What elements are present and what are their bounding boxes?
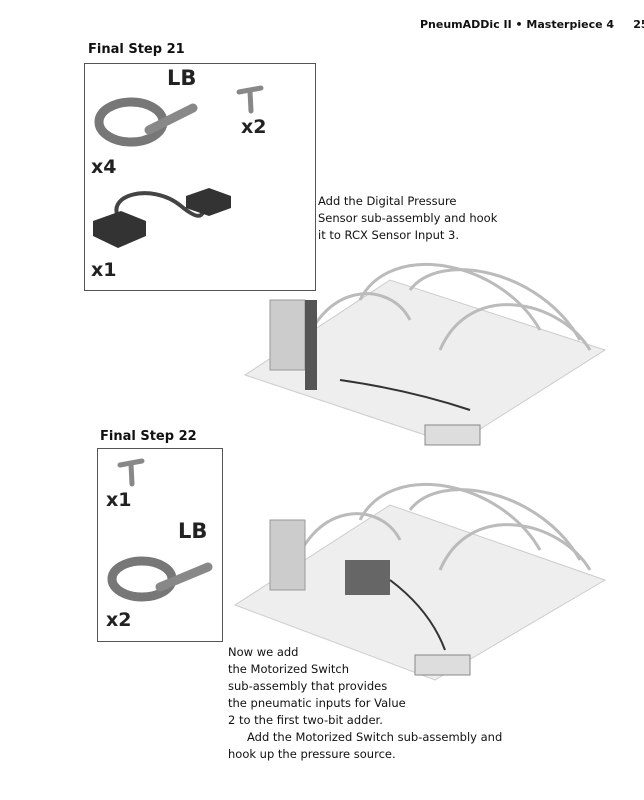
text-line: 2 to the first two-bit adder. — [228, 713, 383, 727]
text-line: Sensor sub-assembly and hook — [318, 211, 498, 225]
text-line: Add the Motorized Switch sub-assembly an… — [247, 730, 503, 744]
step-21-instruction: Add the Digital Pressure Sensor sub-asse… — [318, 193, 497, 244]
step-22-instruction: Now we add the Motorized Switch sub-asse… — [228, 644, 502, 763]
step-21-model-illustration — [243, 262, 607, 446]
tube-qty: x2 — [106, 609, 132, 631]
page-number: 253 — [633, 18, 644, 31]
t-connector-qty: x1 — [106, 489, 132, 511]
text-line: it to RCX Sensor Input 3. — [318, 228, 460, 242]
text-line: sub-assembly that provides — [228, 679, 388, 693]
tube-qty: x4 — [91, 156, 117, 178]
step-22-model-illustration — [233, 482, 607, 681]
tube-length-label: LB — [167, 66, 197, 90]
text-line: the Motorized Switch — [228, 662, 350, 676]
step-21-parts-box: LB x2 x4 x1 — [84, 63, 316, 291]
step-22-parts-box: x1 LB x2 — [97, 448, 223, 642]
text-line: Add the Digital Pressure — [318, 194, 457, 208]
text-line: the pneumatic inputs for Value — [228, 696, 406, 710]
text-line: Now we add — [228, 645, 299, 659]
sensor-qty: x1 — [91, 259, 117, 281]
tube-length-label: LB — [178, 519, 208, 543]
pressure-sensor-icon — [93, 188, 231, 248]
step-22-heading: Final Step 22 — [100, 429, 197, 444]
t-connector-qty: x2 — [241, 116, 267, 138]
t-connector-icon — [236, 85, 264, 114]
step-21-heading: Final Step 21 — [88, 42, 185, 57]
text-line: hook up the pressure source. — [228, 747, 396, 761]
tube-icon — [107, 556, 213, 602]
running-header: PneumADDic II • Masterpiece 4 253 — [420, 18, 644, 31]
running-title: PneumADDic II • Masterpiece 4 — [420, 18, 615, 31]
tube-icon — [94, 97, 198, 147]
t-connector-icon — [117, 458, 145, 487]
